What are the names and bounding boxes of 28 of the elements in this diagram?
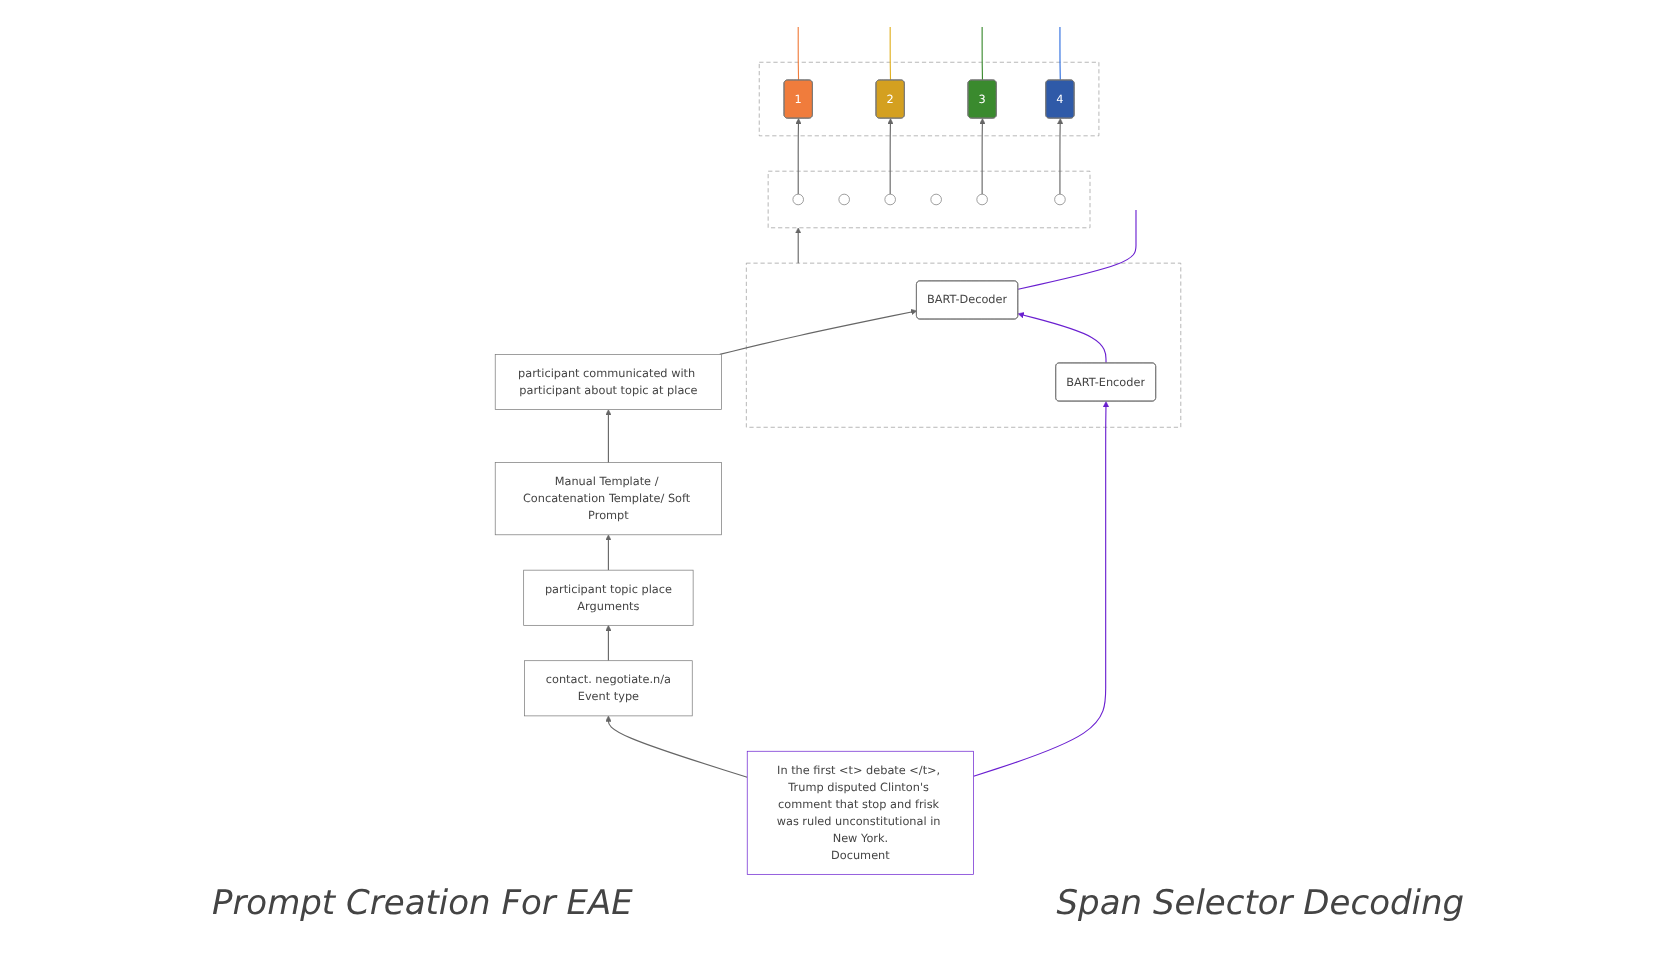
cluster: [758, 61, 1100, 137]
section-caption: Span Selector Decoding: [1056, 884, 1465, 924]
section-caption: Prompt Creation For EAE: [211, 884, 633, 924]
node-circle: [930, 193, 942, 206]
connector: [797, 26, 800, 81]
arrow: [979, 118, 986, 195]
arrow: [973, 401, 1110, 777]
arrow: [719, 308, 918, 355]
connector: [1059, 26, 1061, 81]
arrow: [605, 534, 612, 571]
arrow: [1057, 118, 1064, 195]
arrow: [605, 409, 612, 464]
node-circle: [1054, 193, 1066, 206]
arrow: [887, 118, 894, 195]
node-circle: [838, 193, 850, 206]
node-circle: [792, 193, 804, 206]
arrow: [795, 118, 802, 195]
connector: [889, 26, 892, 81]
connector: [1017, 209, 1137, 290]
connector: [981, 26, 984, 81]
arrow: [605, 625, 612, 662]
arrow: [1017, 312, 1107, 364]
cluster: [767, 170, 1091, 229]
arrow: [605, 715, 748, 778]
cluster: [746, 262, 1182, 428]
node-circle: [884, 193, 896, 206]
node-circle: [976, 193, 988, 206]
arrow: [795, 227, 802, 264]
